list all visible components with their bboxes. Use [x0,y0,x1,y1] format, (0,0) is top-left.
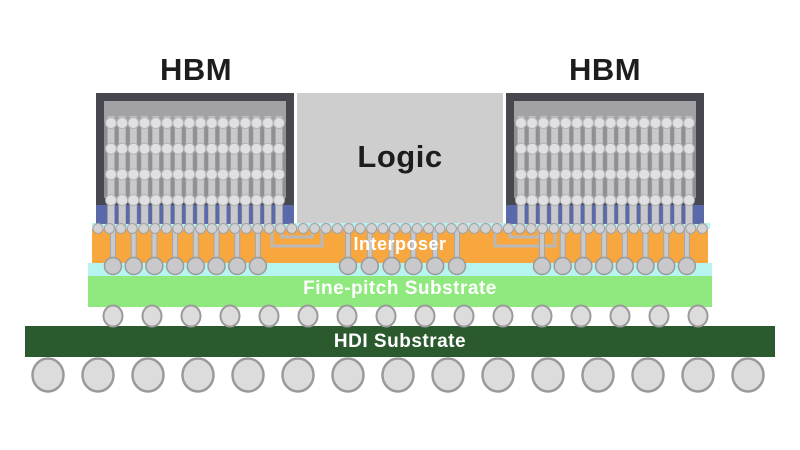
hbm-label-left: HBM [159,52,233,87]
microbump-row [92,223,708,234]
hbm-tsv-columns [105,115,285,230]
hbm-stack-right [506,93,704,230]
hbm-label-right: HBM [568,52,642,87]
hbm-stack-left [96,93,294,230]
fine-pitch-substrate-label: Fine-pitch Substrate [303,278,497,299]
mid-solder-balls [102,304,709,328]
bottom-solder-balls [31,357,765,393]
interposer-tsvs [103,227,697,276]
logic-label: Logic [357,139,443,174]
hbm-tsv-columns [515,115,695,230]
logic-die [297,93,503,223]
hdi-substrate-label: HDI Substrate [333,331,467,352]
interposer-label: Interposer [353,234,447,254]
